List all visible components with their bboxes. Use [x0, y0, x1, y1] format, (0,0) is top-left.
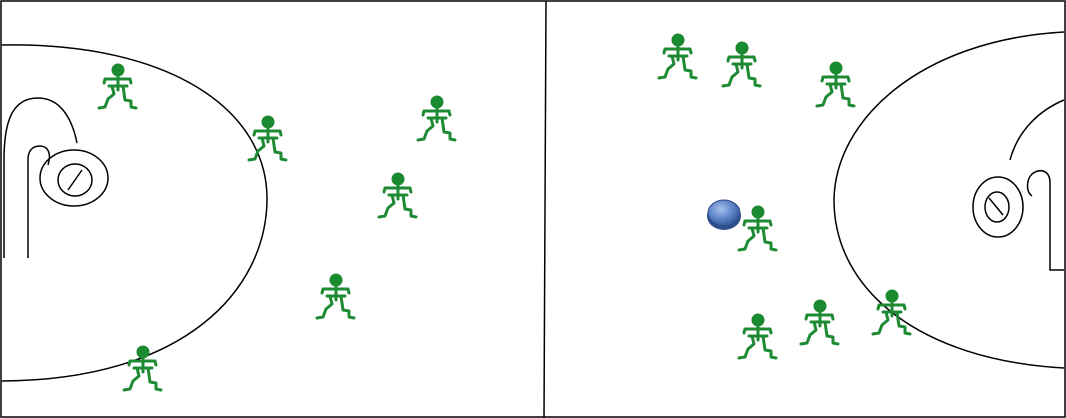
players	[99, 34, 910, 390]
player-icon	[801, 300, 838, 344]
right-hoop-icon	[973, 177, 1023, 237]
left-key-arc	[2, 45, 267, 381]
player-icon	[317, 274, 354, 318]
player-icon	[817, 62, 854, 106]
right-hoop-path	[1010, 100, 1064, 270]
player-icon	[99, 64, 136, 108]
player-icon	[739, 314, 776, 358]
player-icon	[739, 206, 776, 250]
right-half	[834, 32, 1064, 368]
right-key-arc	[834, 32, 1064, 368]
player-icon	[723, 42, 760, 86]
player-icon	[873, 290, 910, 334]
player-icon	[249, 116, 286, 160]
player-icon	[418, 96, 455, 140]
player-icon	[659, 34, 696, 78]
center-line	[544, 1, 546, 418]
player-icon	[379, 173, 416, 217]
ball-icon	[707, 200, 741, 230]
left-hoop-icon	[40, 150, 108, 206]
left-half	[2, 45, 267, 381]
